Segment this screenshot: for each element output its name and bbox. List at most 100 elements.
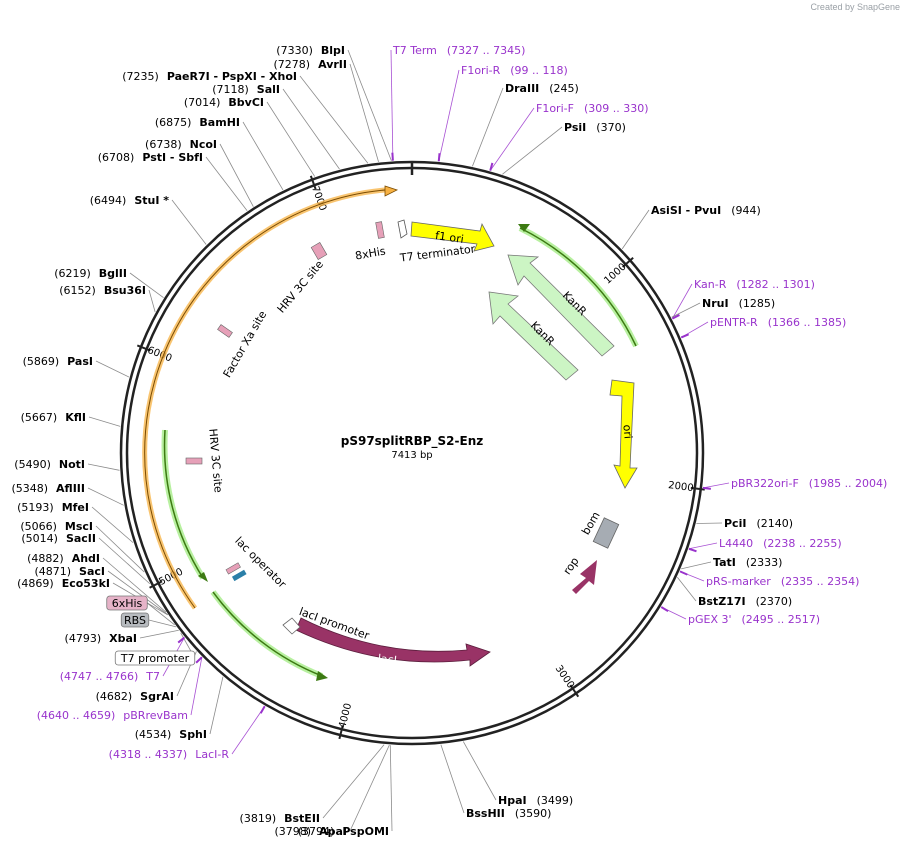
label-left-0: (7330)BlpI [276, 44, 345, 57]
tick-mark-2000 [690, 486, 705, 491]
primer-mark-0 [437, 153, 441, 162]
8xhis-box [375, 221, 385, 239]
label-right-9: pBR322ori-F(1985 .. 2004) [731, 477, 887, 490]
8xhis-label: 8xHis [354, 244, 387, 262]
tick-mark-3000 [569, 684, 580, 698]
hrv-3c-site-left-box [185, 457, 203, 465]
factor-xa-site-box [217, 324, 233, 338]
t7-terminator-label: T7 terminator [398, 242, 476, 264]
label-left-10: (6152)Bsu36I [59, 284, 146, 297]
label-left-14: (5348)AflIII [11, 482, 85, 495]
feature-green-arc-right-core [519, 227, 637, 347]
kanr-arrow-outer [507, 254, 615, 357]
label-left-11: (5869)PasI [23, 355, 93, 368]
factor-xa-site-label: Factor Xa site [221, 308, 270, 379]
label-right-0: T7 Term(7327 .. 7345) [392, 44, 525, 57]
label-left-27: (4640 .. 4659)pBRrevBam [37, 709, 188, 722]
lac-operator-label: lac operator [232, 534, 289, 591]
label-left-8: (6494)StuI * [90, 194, 170, 207]
label-left-4: (7014)BbvCI [184, 96, 264, 109]
ori-label: ori [620, 424, 634, 439]
primer-mark-6 [679, 570, 688, 576]
rop-arrow [572, 560, 597, 594]
label-right-4: PsiI(370) [564, 121, 626, 134]
tick-mark-4000 [338, 725, 344, 740]
label-right-6: Kan-R(1282 .. 1301) [694, 278, 815, 291]
label-left-32: (3794)PspOMI [298, 825, 389, 838]
label-right-16: HpaI(3499) [498, 794, 573, 807]
primer-mark-3 [680, 333, 690, 339]
tick-mark-6000 [136, 344, 151, 352]
label-right-7: NruI(1285) [702, 297, 775, 310]
label-left-30: (3819)BstEII [240, 812, 320, 825]
label-left-23: (4793)XbaI [65, 632, 137, 645]
label-left-2: (7235)PaeR7I - PspXI - XhoI [122, 70, 297, 83]
tick-mark-7000 [309, 175, 317, 190]
bom-box [592, 517, 620, 549]
label-left-31: (3798)ApaI [275, 825, 347, 838]
feature-orange-arc [142, 187, 386, 610]
label-left-5: (6875)BamHI [155, 116, 240, 129]
green-arrowhead-right [518, 224, 530, 232]
label-left-1: (7278)AvrII [274, 58, 347, 71]
rop-label: rop [561, 555, 582, 577]
primer-mark-8 [259, 705, 266, 714]
label-right-14: BstZ17I(2370) [698, 595, 792, 608]
label-right-1: F1ori-R(99 .. 118) [461, 64, 568, 77]
primer-mark-4 [702, 486, 711, 490]
label-right-10: PciI(2140) [724, 517, 793, 530]
label-right-5: AsiSI - PvuI(944) [651, 204, 761, 217]
label-left-7: (6708)PstI - SbfI [98, 151, 203, 164]
hrv-3c-site-top-label: HRV 3C site [275, 258, 326, 316]
label-left-15: (5193)MfeI [17, 501, 89, 514]
label-left-19: (4871)SacI [34, 565, 105, 578]
label-leader-lines [87, 49, 730, 832]
label-left-13: (5490)NotI [14, 458, 85, 471]
primer-mark-2 [671, 314, 680, 320]
label-left-12: (5667)KflI [21, 411, 86, 424]
lac-operator-box [231, 569, 247, 582]
primer-mark-5 [688, 547, 697, 553]
ori-arrow [609, 379, 638, 489]
label-right-12: TatI(2333) [713, 556, 782, 569]
label-left-9: (6219)BglII [54, 267, 127, 280]
tick-mark-5000 [149, 580, 163, 589]
label-box-22: RBS [124, 614, 146, 627]
green-arrowhead-left [198, 572, 208, 582]
primer-mark-11 [391, 152, 394, 161]
plasmid-length: 7413 bp [391, 450, 432, 461]
plasmid-name: pS97splitRBP_S2-Enz [341, 434, 484, 449]
feature-orange-arc-core [144, 189, 386, 609]
kanr-arrow-inner [488, 291, 579, 381]
label-right-17: BssHII(3590) [466, 807, 551, 820]
primer-mark-1 [489, 162, 494, 171]
feature-green-arc-bottom-core [212, 591, 323, 677]
label-right-13: pRS-marker(2335 .. 2354) [706, 575, 859, 588]
primer-mark-7 [660, 606, 669, 613]
label-left-17: (5014)SacII [21, 532, 96, 545]
green-arrowhead-bottom [316, 671, 328, 681]
tick-label-1000: 1000 [602, 261, 628, 286]
t7-terminator-shape [397, 219, 408, 239]
hrv-3c-site-left-label: HRV 3C site [206, 428, 225, 493]
label-left-25: (4747 .. 4766)T7 [60, 670, 160, 683]
laci-arrow [295, 617, 491, 667]
lac-operator-box-2 [225, 562, 241, 575]
tick-label-4000: 4000 [337, 702, 354, 729]
label-left-29: (4318 .. 4337)LacI-R [109, 748, 230, 761]
label-right-8: pENTR-R(1366 .. 1385) [710, 316, 846, 329]
tick-label-2000: 2000 [668, 480, 695, 494]
laci-promoter-arrow [282, 617, 301, 635]
label-right-2: DraIII(245) [505, 82, 579, 95]
label-right-3: F1ori-F(309 .. 330) [536, 102, 649, 115]
label-left-26: (4682)SgrAI [96, 690, 174, 703]
label-right-11: L4440(2238 .. 2255) [719, 537, 842, 550]
label-right-15: pGEX 3'(2495 .. 2517) [688, 613, 820, 626]
hrv-3c-site-top-box [310, 242, 328, 260]
snapgene-credit: Created by SnapGene [810, 2, 900, 12]
label-left-18: (4882)AhdI [27, 552, 100, 565]
laci-label: lacI [377, 652, 397, 667]
primer-mark-9 [195, 656, 203, 664]
label-left-28: (4534)SphI [135, 728, 207, 741]
